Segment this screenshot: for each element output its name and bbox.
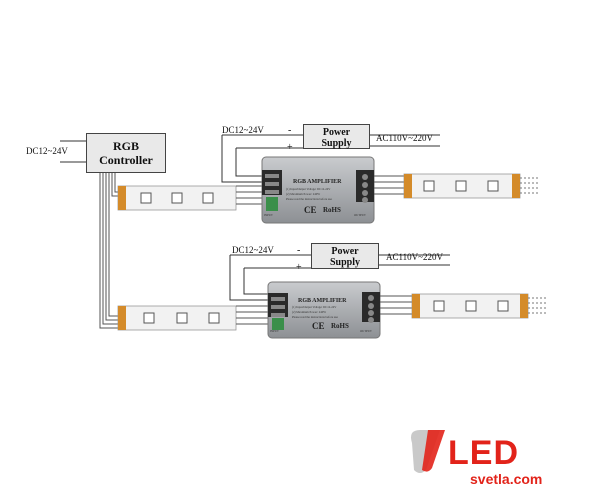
amp1-power-wires — [221, 134, 440, 183]
amp1-ac-label: AC110V~220V — [376, 133, 434, 143]
amp2-supply-line-2: Supply — [329, 257, 361, 268]
controller-line-1: RGB — [112, 139, 139, 153]
amp1-info-3: Please read the instructions before use — [286, 197, 332, 201]
amp1-minus: - — [288, 125, 292, 136]
amp2-info-2: (2) Maximum Power: 240W — [292, 310, 327, 314]
amp2-power-supply-box: Power Supply — [311, 243, 379, 269]
amp2-output-label: OUTPUT — [360, 329, 372, 333]
strip1-to-amp1-wires — [236, 185, 262, 205]
amp1-dc-label: DC12~24V — [222, 125, 264, 135]
amp2-input-label: INPUT — [270, 329, 279, 333]
amp1-plus: + — [287, 142, 293, 153]
amp2-info-3: Please read the instructions before use — [292, 315, 338, 319]
led-strip-4 — [411, 293, 529, 319]
amp1-info-1: (1) Input/Output Voltage: DC12-24V — [286, 187, 331, 191]
amp2-ac-label: AC110V~220V — [386, 252, 444, 262]
amp2-ce-mark: CE — [312, 321, 325, 331]
amplifier-2 — [267, 281, 381, 339]
amp1-ce-mark: CE — [304, 205, 317, 215]
amp1-supply-line-2: Supply — [321, 138, 352, 149]
led-logo-mark — [411, 430, 445, 473]
controller-line-2: Controller — [99, 153, 153, 167]
strip3-continuation — [520, 177, 540, 194]
controller-input-wires — [60, 140, 86, 163]
amp1-info-2: (2) Maximum Power: 240W — [286, 192, 321, 196]
strip2-to-amp2-wires — [236, 305, 268, 325]
led-strip-3 — [403, 173, 521, 199]
amp1-input-label: INPUT — [264, 213, 273, 217]
amp2-supply-line-1: Power — [331, 246, 359, 257]
led-strip-2 — [117, 305, 237, 331]
controller-dc-label: DC12~24V — [26, 146, 68, 156]
logo-domain-text: svetla.com — [470, 471, 543, 487]
strip4-continuation — [528, 297, 548, 314]
amp2-title: RGB AMPLIFIER — [298, 298, 347, 304]
controller-output-wires — [99, 173, 118, 329]
amp1-power-supply-box: Power Supply — [303, 124, 370, 149]
amp1-title: RGB AMPLIFIER — [293, 179, 342, 185]
amp1-rohs-mark: RoHS — [323, 206, 341, 214]
logo-led-text: LED — [448, 434, 519, 472]
amp1-output-label: OUTPUT — [354, 213, 366, 217]
amp2-output-wires — [380, 295, 412, 315]
amp2-info-1: (1) Input/Output Voltage: DC12-24V — [292, 305, 337, 309]
amplifier-1 — [261, 156, 375, 224]
amp2-rohs-mark: RoHS — [331, 322, 349, 330]
rgb-controller-box: RGB Controller — [86, 133, 166, 173]
amp2-minus: - — [297, 245, 301, 256]
amp1-output-wires — [374, 175, 404, 195]
amp2-dc-label: DC12~24V — [232, 245, 274, 255]
amp2-plus: + — [296, 262, 302, 273]
led-strip-1 — [117, 185, 237, 211]
amp1-supply-line-1: Power — [322, 127, 351, 138]
amp2-power-wires — [229, 254, 450, 301]
